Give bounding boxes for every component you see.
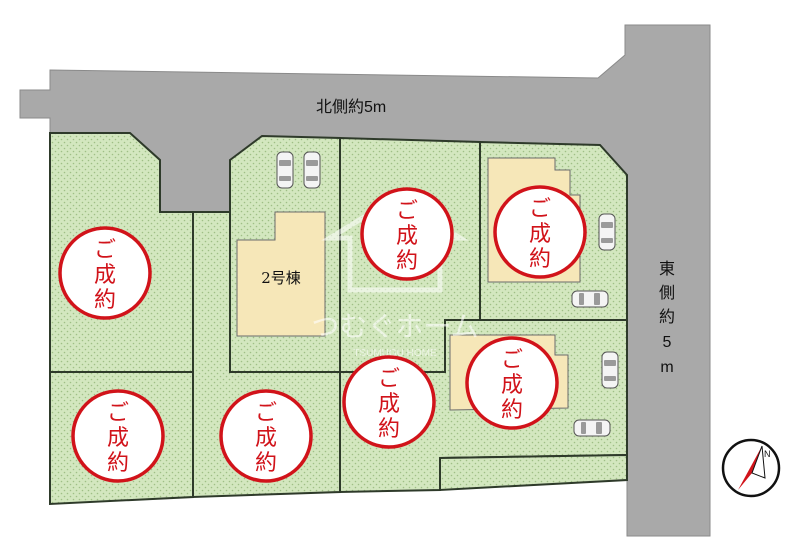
compass-north-letter: N [764, 449, 771, 459]
car-icon [276, 151, 294, 189]
building-label: 2号棟 [261, 269, 301, 287]
svg-text:ご: ご [396, 199, 418, 224]
watermark-main: つむぐホーム [311, 311, 478, 342]
car-icon [573, 419, 611, 437]
car-icon [598, 213, 616, 251]
svg-text:5: 5 [663, 334, 672, 351]
sold-badge: ご 成 約 [342, 355, 436, 449]
watermark-sub: TSUMUGU HOME [353, 348, 437, 359]
sold-badge: ご 成 約 [360, 187, 454, 281]
svg-text:約: 約 [659, 308, 675, 326]
svg-text:成: 成 [501, 373, 523, 398]
sold-badge: ご 成 約 [58, 226, 152, 320]
svg-text:ご: ご [255, 401, 277, 426]
svg-text:ご: ご [378, 367, 400, 392]
svg-text:約: 約 [94, 288, 116, 313]
svg-text:ご: ご [94, 238, 116, 263]
sold-badge: ご 成 約 [71, 389, 165, 483]
svg-text:約: 約 [529, 247, 551, 272]
svg-text:成: 成 [94, 263, 116, 288]
svg-text:東: 東 [659, 260, 675, 278]
svg-text:ご: ご [501, 348, 523, 373]
svg-text:成: 成 [378, 392, 400, 417]
svg-text:ご: ご [529, 197, 551, 222]
house-lot4 [236, 211, 326, 337]
svg-text:成: 成 [255, 426, 277, 451]
svg-text:約: 約 [396, 249, 418, 274]
svg-text:約: 約 [501, 398, 523, 423]
sold-badge: ご 成 約 [465, 336, 559, 430]
svg-text:成: 成 [529, 222, 551, 247]
car-icon [601, 351, 619, 389]
svg-text:ご: ご [107, 401, 129, 426]
svg-text:成: 成 [396, 224, 418, 249]
svg-text:約: 約 [107, 451, 129, 476]
north-road-label: 北側約5m [316, 98, 386, 116]
lot-8 [439, 453, 628, 492]
car-icon [303, 151, 321, 189]
car-icon [571, 290, 609, 308]
sold-badge: ご 成 約 [219, 389, 313, 483]
svg-text:側: 側 [659, 284, 675, 302]
svg-text:約: 約 [255, 451, 277, 476]
east-road-label: 東 側 約 5 m [659, 260, 675, 376]
svg-text:約: 約 [378, 417, 400, 442]
svg-text:m: m [660, 359, 673, 376]
svg-text:成: 成 [107, 426, 129, 451]
sold-badge: ご 成 約 [493, 185, 587, 279]
compass-icon: N [721, 438, 781, 498]
